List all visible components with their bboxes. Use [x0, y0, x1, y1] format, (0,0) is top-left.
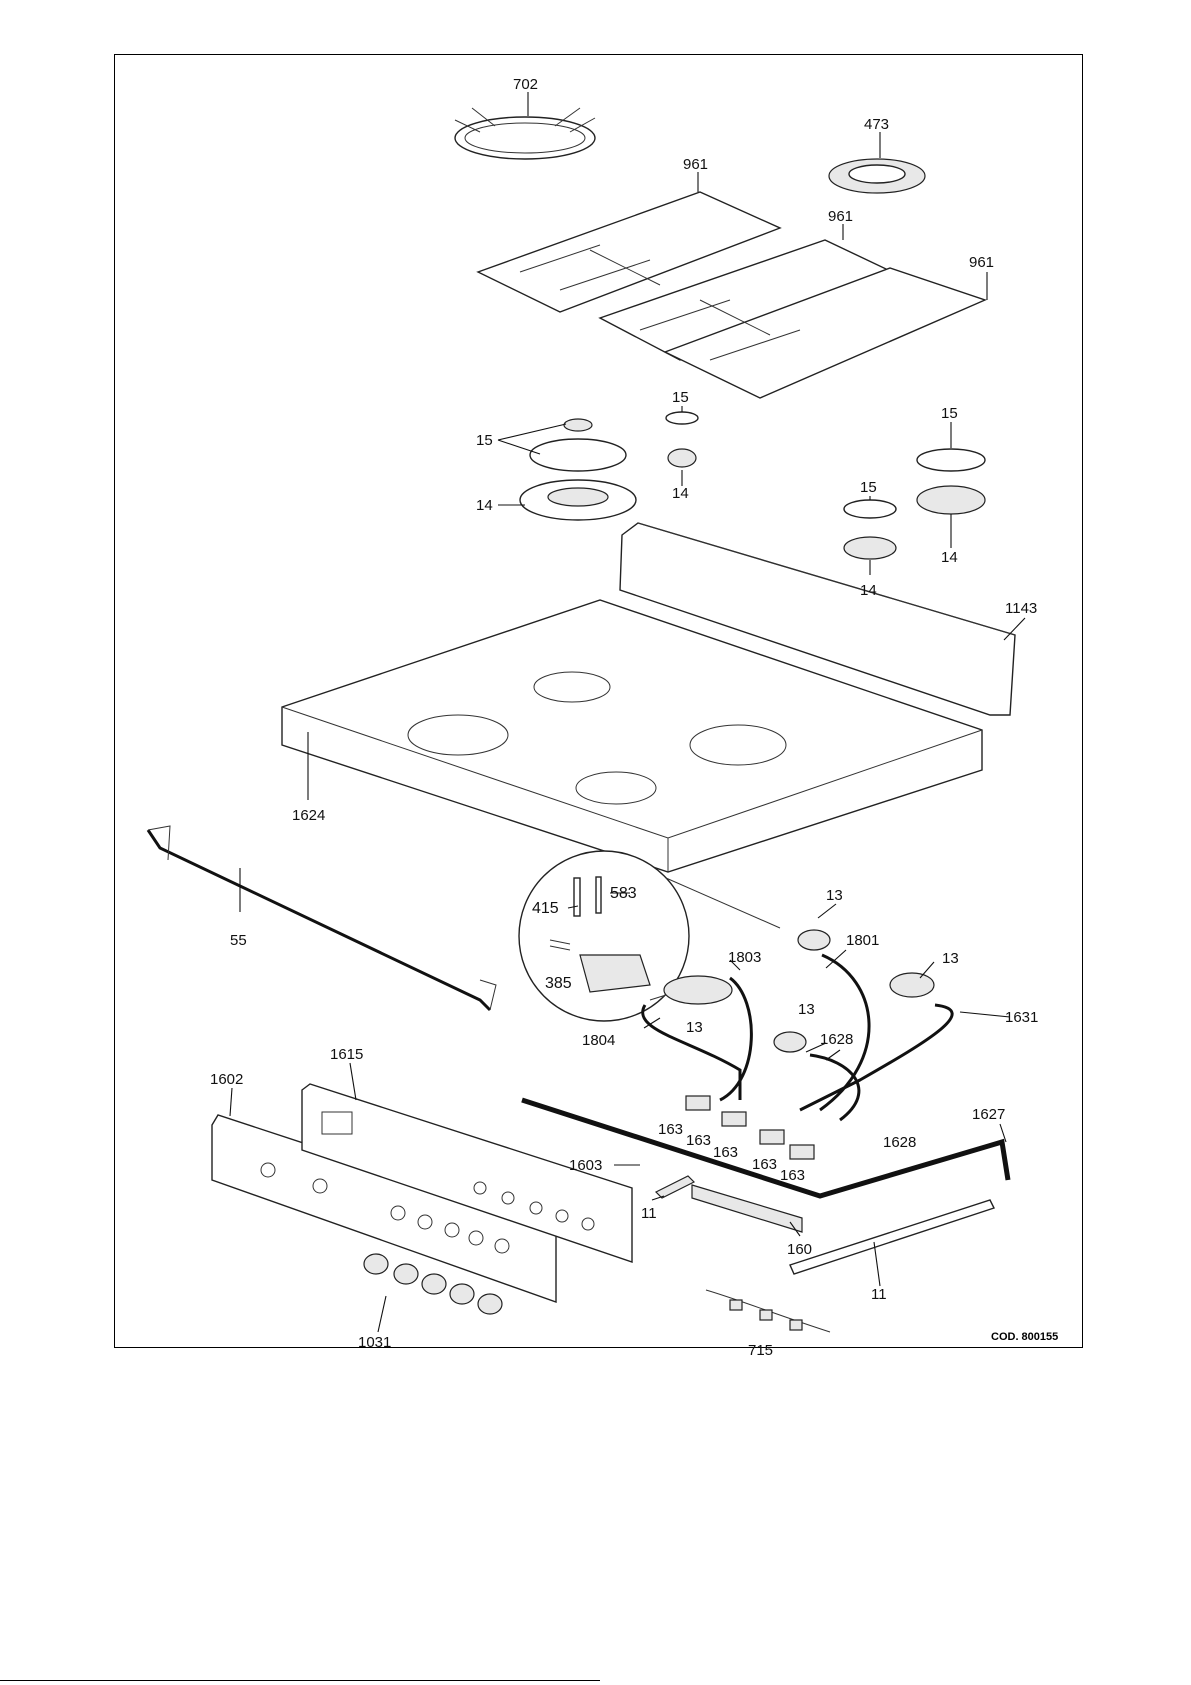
callout-1624: 1624: [292, 807, 325, 824]
callout-14-d: 14: [860, 582, 877, 599]
callout-163-b: 163: [686, 1132, 711, 1149]
part-13-burner-bodies: [664, 930, 934, 1052]
callout-1615: 1615: [330, 1046, 363, 1063]
part-55-rod: [148, 826, 496, 1010]
callout-14-c: 14: [941, 549, 958, 566]
part-473-reducer-ring: [829, 159, 925, 193]
callout-961-a: 961: [683, 156, 708, 173]
part-163-valves: [686, 1096, 814, 1159]
callout-1628-a: 1628: [820, 1031, 853, 1048]
callout-473: 473: [864, 116, 889, 133]
callout-13-c: 13: [686, 1019, 703, 1036]
callout-1631: 1631: [1005, 1009, 1038, 1026]
callout-163-d: 163: [752, 1156, 777, 1173]
callout-163-e: 163: [780, 1167, 805, 1184]
callout-415: 415: [532, 900, 559, 917]
callout-160: 160: [787, 1241, 812, 1258]
callout-1627: 1627: [972, 1106, 1005, 1123]
code-label: COD. 800155: [991, 1331, 1058, 1343]
callout-15-a: 15: [476, 432, 493, 449]
callout-15-d: 15: [860, 479, 877, 496]
callout-11-b: 11: [871, 1286, 887, 1303]
callout-715: 715: [748, 1342, 773, 1359]
callout-1628-b: 1628: [883, 1134, 916, 1151]
callout-961-c: 961: [969, 254, 994, 271]
callout-13-b: 13: [942, 950, 959, 967]
part-160-bracket: [692, 1185, 802, 1232]
callout-13-a: 13: [826, 887, 843, 904]
callout-1031: 1031: [358, 1334, 391, 1351]
part-702-ring-trivet: [455, 108, 595, 159]
callout-961-b: 961: [828, 208, 853, 225]
callout-55: 55: [230, 932, 247, 949]
part-715-wiring: [706, 1290, 830, 1332]
callout-14-a: 14: [476, 497, 493, 514]
callout-702: 702: [513, 76, 538, 93]
callout-15-c: 15: [941, 405, 958, 422]
callout-13-d: 13: [798, 1001, 815, 1018]
bottom-rule: [0, 1680, 600, 1681]
callout-1801: 1801: [846, 932, 879, 949]
callout-15-b: 15: [672, 389, 689, 406]
callout-385: 385: [545, 975, 572, 992]
callout-1804: 1804: [582, 1032, 615, 1049]
callout-1603: 1603: [569, 1157, 602, 1174]
callout-1602: 1602: [210, 1071, 243, 1088]
callout-163-c: 163: [713, 1144, 738, 1161]
callout-1143: 1143: [1005, 600, 1037, 617]
callout-11-a: 11: [641, 1205, 657, 1222]
part-961-pan-supports: [478, 192, 985, 398]
callout-163-a: 163: [658, 1121, 683, 1138]
detail-magnified-circle: [519, 851, 780, 1021]
callout-14-b: 14: [672, 485, 689, 502]
callout-1803: 1803: [728, 949, 761, 966]
callout-583: 583: [610, 885, 637, 902]
